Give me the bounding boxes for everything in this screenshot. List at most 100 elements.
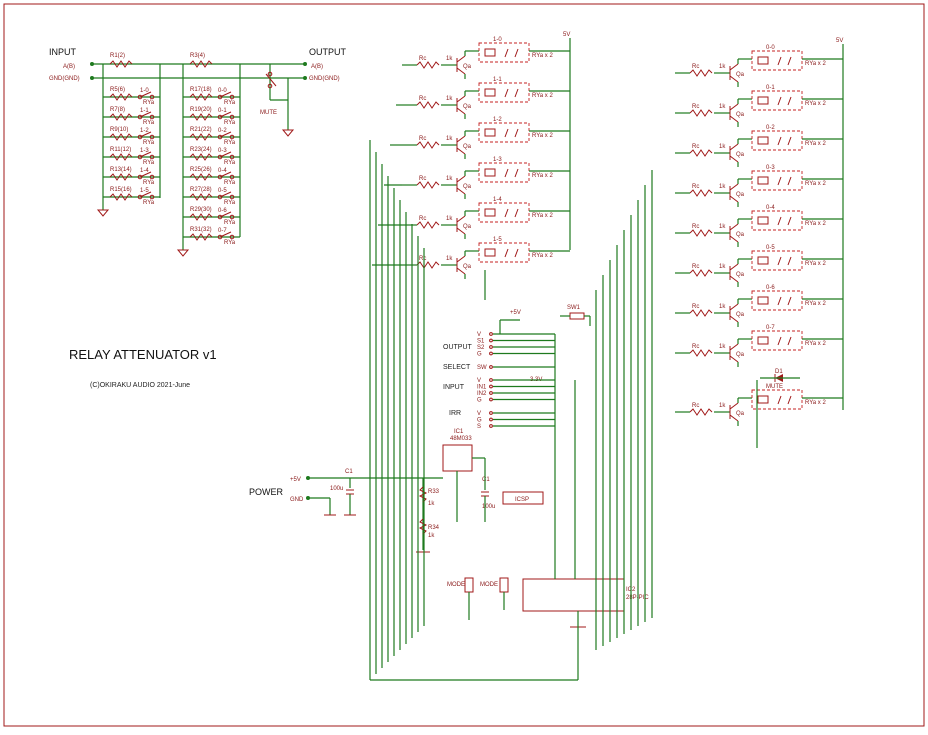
left-q-0: Qa [463, 64, 472, 70]
attn-left-relay-5: 1-5 [140, 188, 149, 194]
right-rc-8: Rc [692, 403, 699, 409]
right-q-5: Qa [736, 272, 745, 278]
attn-right-contact-6: RYa [224, 220, 236, 226]
attn-right-resistor-7: R31(32) [190, 227, 212, 233]
right-rc-3: Rc [692, 184, 699, 190]
left-q-1: Qa [463, 104, 472, 110]
icsp-label: ICSP [515, 497, 529, 503]
left-q-3: Qa [463, 184, 472, 190]
ic1-body [442, 444, 473, 472]
attn-right-relay-4: 0-4 [218, 168, 227, 174]
connector-pin-1: S1 [477, 339, 485, 345]
r1-label: R1(2) [110, 53, 125, 59]
right-relay-count-5: RYa x 2 [805, 261, 826, 267]
left-rc-4: Rc [419, 216, 426, 222]
right-r1k-4: 1k [719, 224, 726, 230]
attn-right-contact-5: RYa [224, 200, 236, 206]
input-gnd-label: GND(GND) [49, 76, 80, 82]
connector-pin-7: IN2 [477, 391, 487, 397]
attn-right-resistor-2: R21(22) [190, 127, 212, 133]
attn-right-resistor-4: R25(26) [190, 167, 212, 173]
right-q-4: Qa [736, 232, 745, 238]
input-header-label: INPUT [443, 384, 465, 391]
ic1-c1-value: 100u [482, 504, 495, 510]
attn-left-contact-5: RYa [143, 200, 155, 206]
attn-right-contact-0: RYa [224, 100, 236, 106]
left-r1k-5: 1k [446, 256, 453, 262]
left-rc-2: Rc [419, 136, 426, 142]
ic1-part: 48M033 [450, 436, 472, 442]
right-r1k-6: 1k [719, 304, 726, 310]
connector-pin-0: V [477, 332, 481, 338]
signal-bus [369, 140, 653, 681]
right-relay-label-2: 0-2 [766, 125, 775, 131]
right-relay-count-6: RYa x 2 [805, 301, 826, 307]
power-input: POWER +5V GND C1 100u [249, 469, 443, 516]
attn-left-resistor-5: R15(16) [110, 187, 132, 193]
right-relay-label-6: 0-6 [766, 285, 775, 291]
attn-right-contact-3: RYa [224, 160, 236, 166]
attn-right-relay-0: 0-0 [218, 88, 227, 94]
icsp-header: ICSP [502, 491, 544, 505]
right-r1k-7: 1k [719, 344, 726, 350]
attn-right-relay-6: 0-6 [218, 208, 227, 214]
right-q-0: Qa [736, 72, 745, 78]
schematic-title: RELAY ATTENUATOR v1 [69, 347, 217, 362]
attn-right-resistor-5: R27(28) [190, 187, 212, 193]
right-q-7: Qa [736, 352, 745, 358]
right-relay-label-8: MUTE [766, 384, 783, 390]
left-relay-label-5: 1-5 [493, 237, 502, 243]
right-q-3: Qa [736, 192, 745, 198]
right-rc-1: Rc [692, 104, 699, 110]
attn-left-resistor-3: R11(12) [110, 147, 131, 153]
attn-right-relay-3: 0-3 [218, 148, 227, 154]
left-relay-count-2: RYa x 2 [532, 133, 553, 139]
right-rc-5: Rc [692, 264, 699, 270]
input-label: INPUT [49, 47, 77, 57]
right-rc-2: Rc [692, 144, 699, 150]
left-r1k-0: 1k [446, 56, 453, 62]
left-q-5: Qa [463, 264, 472, 270]
connector-pin-3: G [477, 352, 482, 358]
right-rc-6: Rc [692, 304, 699, 310]
ic1-regulator: IC1 48M033 C1 100u R33 1k R34 1k [416, 429, 495, 553]
power-c1-label: C1 [345, 469, 353, 475]
connector-pin-8: G [477, 398, 482, 404]
connector-pin-2: S2 [477, 345, 485, 351]
ic2-body [522, 578, 625, 612]
irr-header-label: IRR [449, 410, 461, 417]
left-relay-count-4: RYa x 2 [532, 213, 553, 219]
attn-right-resistor-0: R17(18) [190, 87, 212, 93]
attn-left-relay-3: 1-3 [140, 148, 149, 154]
attn-left-resistor-1: R7(8) [110, 107, 125, 113]
right-rc-7: Rc [692, 344, 699, 350]
right-r1k-1: 1k [719, 104, 726, 110]
output-label: OUTPUT [309, 47, 347, 57]
attn-right-resistor-3: R23(24) [190, 147, 212, 153]
left-relay-count-1: RYa x 2 [532, 93, 553, 99]
connector-pin-11: S [477, 424, 481, 430]
power-label: POWER [249, 487, 284, 497]
right-relay-label-1: 0-1 [766, 85, 775, 91]
left-supply-label: 5V [563, 32, 570, 38]
select-header-label: SELECT [443, 364, 471, 371]
attenuator-network: INPUT A(B) GND(GND) OUTPUT A(B) GND(GND)… [49, 47, 347, 257]
attn-left-relay-2: 1-2 [140, 128, 149, 134]
ic1-c1-label: C1 [482, 477, 490, 483]
power-gnd-label: GND [290, 497, 304, 503]
input-ab-label: A(B) [63, 64, 75, 70]
right-relay-count-7: RYa x 2 [805, 341, 826, 347]
right-relay-label-4: 0-4 [766, 205, 775, 211]
attn-right-contact-2: RYa [224, 140, 236, 146]
left-r1k-3: 1k [446, 176, 453, 182]
left-relay-label-3: 1-3 [493, 157, 502, 163]
right-r1k-2: 1k [719, 144, 726, 150]
attn-right-contact-1: RYa [224, 120, 236, 126]
attn-left-relay-0: 1-0 [140, 88, 149, 94]
attn-left-resistor-0: R5(6) [110, 87, 125, 93]
left-q-4: Qa [463, 224, 472, 230]
output-header-label: OUTPUT [443, 344, 473, 351]
right-rc-0: Rc [692, 64, 699, 70]
right-r1k-0: 1k [719, 64, 726, 70]
left-rc-3: Rc [419, 176, 426, 182]
